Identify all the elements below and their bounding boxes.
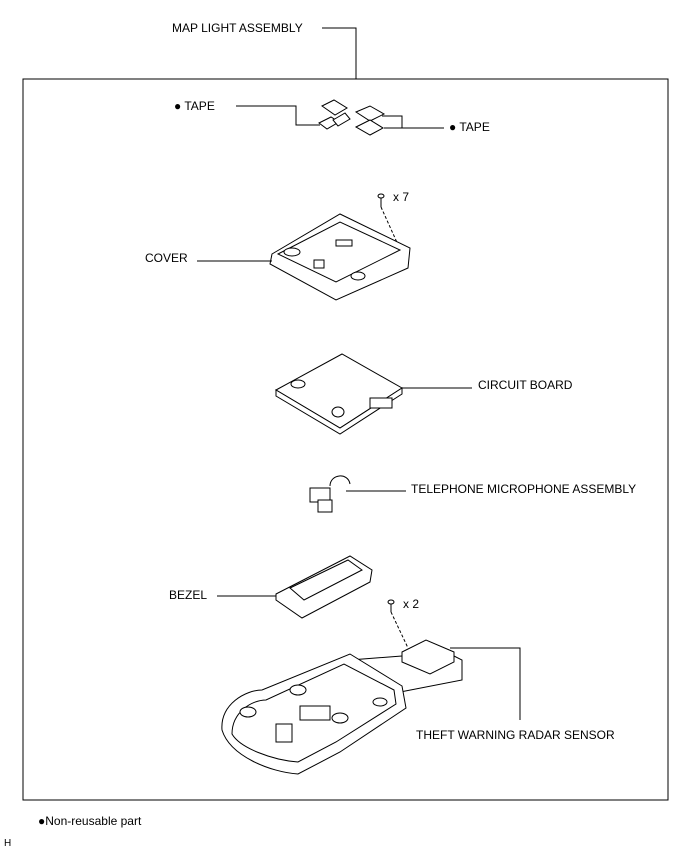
legend-non-reusable: ●Non-reusable part — [38, 814, 142, 828]
tape-left-leader — [236, 105, 320, 126]
label-bezel: BEZEL — [169, 588, 208, 602]
diagram-frame — [22, 78, 669, 801]
circuit-board-part — [274, 353, 403, 435]
label-theft-warning-radar-sensor: THEFT WARNING RADAR SENSOR — [416, 728, 615, 742]
label-tape-left: ● TAPE — [174, 99, 215, 113]
tape-right-part — [354, 105, 386, 136]
tape-right-leader — [382, 115, 444, 129]
radar-sensor-leader — [450, 647, 521, 720]
label-circuit-board: CIRCUIT BOARD — [478, 378, 573, 392]
footer-code: H — [4, 838, 12, 849]
label-telephone-microphone: TELEPHONE MICROPHONE ASSEMBLY — [411, 482, 637, 496]
cover-part — [269, 213, 411, 301]
label-cover: COVER — [145, 251, 188, 265]
label-screw-sensor-qty: x 2 — [403, 597, 420, 611]
screw-cover — [377, 193, 385, 207]
tape-left-part — [318, 99, 351, 130]
radar-sensor-part — [329, 639, 463, 695]
label-tape-right: ● TAPE — [449, 120, 490, 134]
label-screw-cover-qty: x 7 — [393, 190, 410, 204]
map-light-leader — [322, 27, 357, 79]
telephone-microphone-part — [309, 475, 351, 513]
bezel-part — [275, 555, 373, 619]
screw-sensor — [387, 599, 395, 612]
map-light-housing-part — [221, 653, 407, 775]
label-map-light-assembly: MAP LIGHT ASSEMBLY — [172, 21, 303, 35]
